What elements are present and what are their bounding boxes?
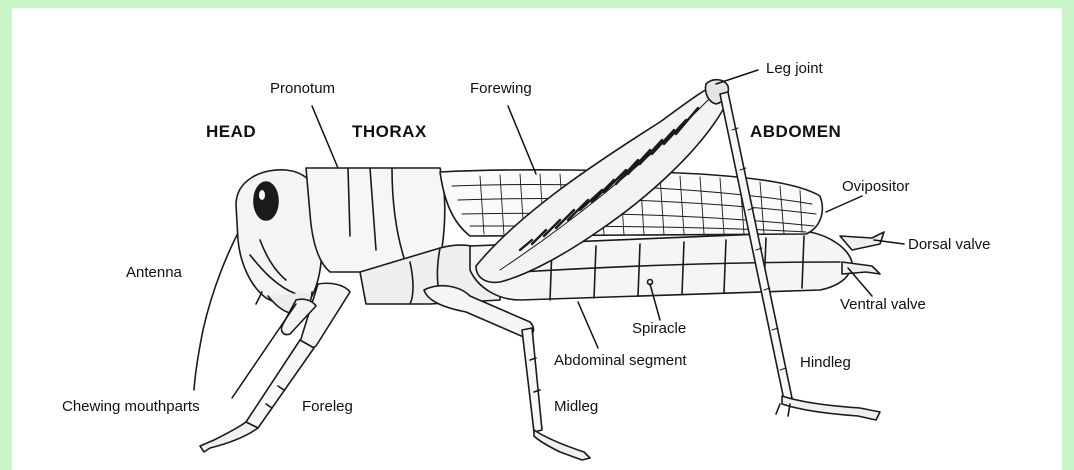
label-dorsal-valve: Dorsal valve bbox=[908, 236, 991, 254]
label-midleg: Midleg bbox=[554, 398, 598, 416]
label-pronotum: Pronotum bbox=[270, 80, 335, 98]
antenna-drawing bbox=[194, 222, 244, 390]
label-ventral-valve: Ventral valve bbox=[840, 296, 926, 314]
label-chewing-mouthparts: Chewing mouthparts bbox=[62, 398, 200, 416]
label-foreleg: Foreleg bbox=[302, 398, 353, 416]
pointer-abdominal-segment bbox=[578, 302, 598, 348]
region-abdomen: ABDOMEN bbox=[750, 122, 841, 142]
region-head: HEAD bbox=[206, 122, 256, 142]
label-ovipositor: Ovipositor bbox=[842, 178, 910, 196]
label-spiracle: Spiracle bbox=[632, 320, 686, 338]
pointer-ovipositor bbox=[826, 196, 862, 212]
label-antenna: Antenna bbox=[126, 264, 182, 282]
label-forewing: Forewing bbox=[470, 80, 532, 98]
pointer-forewing bbox=[508, 106, 536, 174]
region-thorax: THORAX bbox=[352, 122, 427, 142]
label-abdominal-segment: Abdominal segment bbox=[554, 352, 687, 370]
pointer-leg-joint bbox=[716, 70, 758, 84]
compound-eye bbox=[254, 182, 278, 220]
pointer-pronotum bbox=[312, 106, 338, 168]
label-leg-joint: Leg joint bbox=[766, 60, 823, 78]
label-hindleg: Hindleg bbox=[800, 354, 851, 372]
